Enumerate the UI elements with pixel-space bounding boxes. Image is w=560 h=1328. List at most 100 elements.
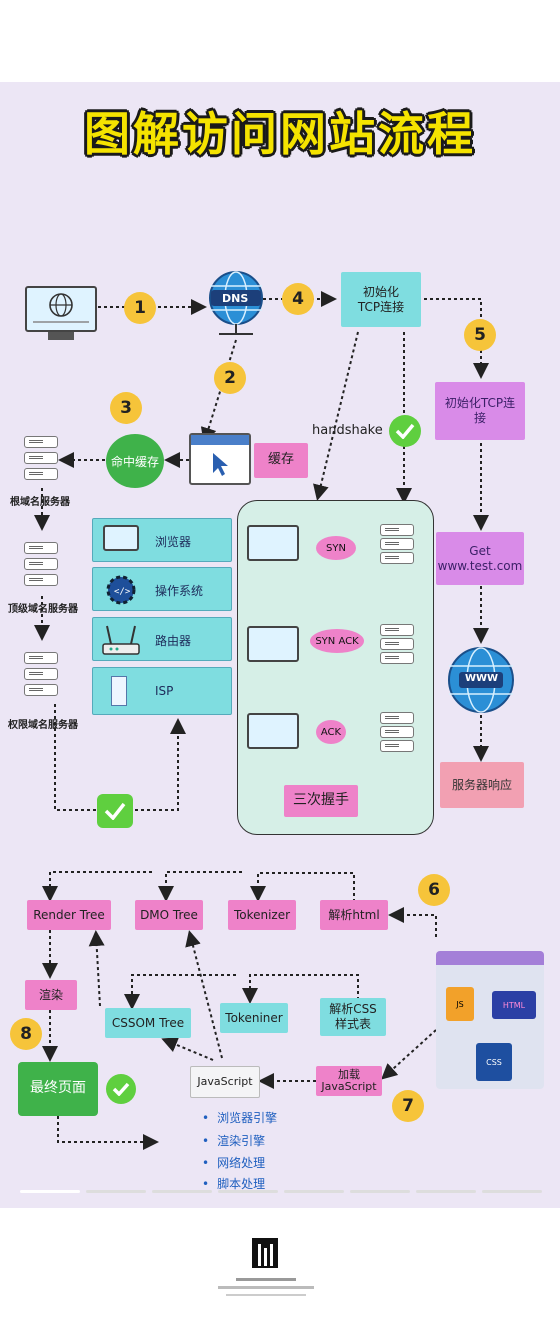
html-file-icon: HTML — [492, 991, 536, 1019]
syn-client-icon — [247, 525, 299, 561]
router-icon — [102, 625, 140, 655]
layer-isp: ISP — [92, 667, 232, 715]
synack-client-icon — [247, 626, 299, 662]
tokenizer-box: Tokenizer — [228, 900, 296, 930]
browser-window-icon — [189, 433, 251, 485]
tld-server-label: 顶级域名服务器 — [8, 604, 78, 615]
render-tree-label: Render Tree — [33, 907, 105, 922]
step-badge-7: 7 — [392, 1090, 424, 1122]
init-tcp-label: 初始化 TCP连接 — [357, 284, 405, 314]
layer-router: 路由器 — [92, 617, 232, 661]
load-js-box: 加载 JavaScript — [316, 1066, 382, 1096]
parse-html-box: 解析html — [320, 900, 388, 930]
browser-monitor-icon — [103, 525, 139, 551]
syn-ack-node: SYN ACK — [310, 629, 364, 653]
handshake-label: handshake — [312, 423, 383, 438]
step-badge-4: 4 — [282, 283, 314, 315]
tld-server-icon — [18, 540, 68, 596]
hit-cache-node: 命中缓存 — [106, 434, 164, 488]
network-check-icon — [97, 794, 133, 828]
layer-browser: 浏览器 — [92, 518, 232, 562]
javascript-label: JavaScript — [197, 1075, 253, 1089]
www-label: WWW — [465, 673, 499, 684]
layer-isp-label: ISP — [155, 684, 174, 698]
final-page-box: 最终页面 — [18, 1062, 98, 1116]
slide-indicator-5 — [284, 1190, 344, 1193]
js-file-label: JS — [456, 999, 464, 1009]
publisher-logo-icon — [252, 1238, 278, 1268]
dns-globe-icon — [209, 271, 263, 335]
get-label: Get www.test.com — [437, 543, 523, 573]
syn-node: SYN — [316, 536, 356, 560]
dom-tree-label: DMO Tree — [140, 907, 198, 922]
globe-icon — [33, 293, 89, 323]
slide-indicator-2 — [86, 1190, 146, 1193]
step-badge-2: 2 — [214, 362, 246, 394]
server-response-label: 服务器响应 — [451, 777, 512, 792]
init-tcp-right-label: 初始化TCP连 接 — [444, 396, 516, 425]
get-box: Get www.test.com — [436, 532, 524, 585]
cache-label: 缓存 — [267, 452, 294, 468]
step-badge-3: 3 — [110, 392, 142, 424]
root-server-label: 根域名服务器 — [10, 497, 70, 508]
www-globe-icon — [448, 647, 514, 713]
auth-server-icon — [18, 650, 68, 706]
slide-indicator-3 — [152, 1190, 212, 1193]
js-file-icon: JS — [446, 987, 474, 1021]
slide-indicator-4 — [218, 1190, 278, 1193]
three-way-box: 三次握手 — [284, 785, 358, 817]
load-js-label: 加载 JavaScript — [321, 1067, 377, 1093]
css-file-icon: CSS — [476, 1043, 512, 1081]
gear-icon: </> — [106, 575, 136, 605]
cssom-tree-label: CSSOM Tree — [111, 1015, 185, 1030]
engine-item-4: 脚本处理 — [202, 1175, 265, 1192]
tokeniner-box: Tokeniner — [220, 1003, 288, 1033]
render-tree-box: Render Tree — [27, 900, 111, 930]
monitor-stand — [48, 332, 74, 340]
tokenizer-label: Tokenizer — [233, 907, 291, 922]
handshake-check-icon — [389, 415, 421, 447]
render-label: 渲染 — [38, 987, 63, 1002]
hit-cache-label: 命中缓存 — [110, 454, 159, 469]
files-window-titlebar — [436, 951, 544, 965]
ack-server-icon — [376, 712, 420, 762]
render-box: 渲染 — [25, 980, 77, 1010]
step-badge-1: 1 — [124, 292, 156, 324]
parse-css-label: 解析CSS 样式表 — [329, 1002, 377, 1031]
layer-router-label: 路由器 — [155, 634, 192, 648]
slide-indicator-7 — [416, 1190, 476, 1193]
layer-os: </> 操作系统 — [92, 567, 232, 611]
step-badge-5: 5 — [464, 319, 496, 351]
synack-server-icon — [376, 624, 420, 674]
syn-server-icon — [376, 524, 420, 574]
root-server-icon — [18, 434, 68, 490]
syn-label: SYN — [326, 542, 346, 554]
slide-indicator-6 — [350, 1190, 410, 1193]
html-file-label: HTML — [502, 1000, 526, 1010]
javascript-box: JavaScript — [190, 1066, 260, 1098]
cssom-tree-box: CSSOM Tree — [105, 1008, 191, 1038]
final-page-label: 最终页面 — [30, 1080, 86, 1097]
dom-tree-box: DMO Tree — [135, 900, 203, 930]
step-badge-8: 8 — [10, 1018, 42, 1050]
three-way-label: 三次握手 — [293, 792, 349, 809]
tokeniner-label: Tokeniner — [225, 1010, 283, 1025]
ack-label: ACK — [320, 726, 342, 738]
layer-os-label: 操作系统 — [155, 584, 204, 598]
init-tcp-box: 初始化 TCP连接 — [341, 272, 421, 327]
ack-client-icon — [247, 713, 299, 749]
slide-indicator-1 — [20, 1190, 80, 1193]
ack-node: ACK — [316, 720, 346, 744]
cache-box: 缓存 — [254, 443, 308, 478]
layer-browser-label: 浏览器 — [155, 535, 192, 549]
files-window: JS HTML CSS — [436, 951, 544, 1089]
dns-label: DNS — [222, 292, 249, 305]
parse-html-label: 解析html — [328, 907, 380, 922]
client-monitor-icon — [25, 286, 97, 332]
isp-server-icon — [111, 676, 127, 706]
final-check-icon — [106, 1074, 136, 1104]
engine-item-1: 浏览器引擎 — [202, 1109, 277, 1126]
slide-indicator-8 — [482, 1190, 542, 1193]
syn-ack-label: SYN ACK — [315, 635, 359, 647]
